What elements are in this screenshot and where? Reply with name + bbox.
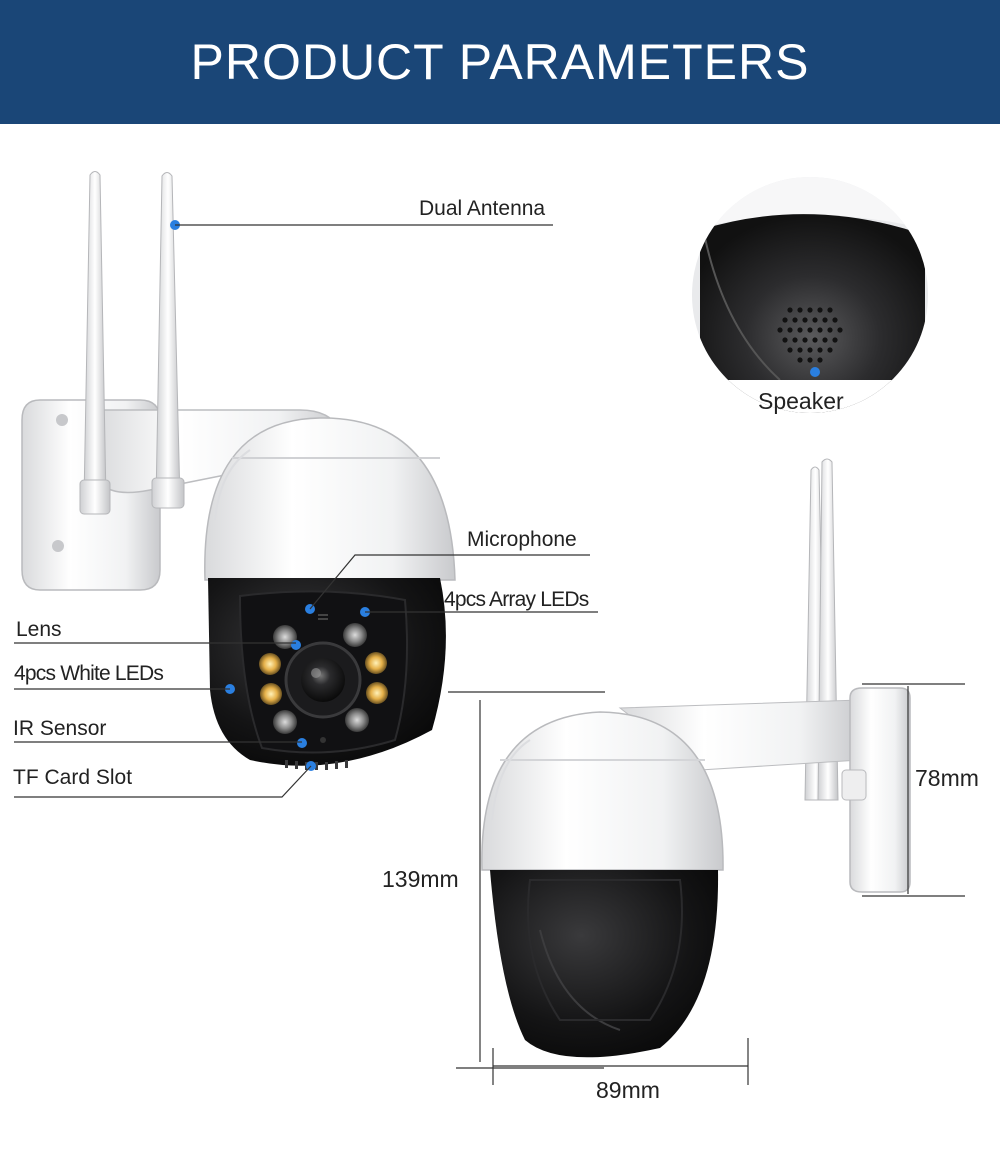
marker-dot [297,738,307,748]
label-speaker: Speaker [758,388,844,414]
array-led [273,710,297,734]
white-led [260,683,282,705]
side-camera [481,458,911,1058]
header-banner: PRODUCT PARAMETERS [0,0,1000,124]
side-mount-plate [849,687,911,893]
white-led [365,652,387,674]
speaker-grille [777,307,843,363]
mount-screw-hole [52,540,64,552]
white-led [366,682,388,704]
mount-screw-hole [56,414,68,426]
label-ir-sensor: IR Sensor [13,717,107,740]
antenna-right [151,172,185,509]
marker-dot [810,367,820,377]
array-led [345,708,369,732]
white-led [259,653,281,675]
marker-dot [291,640,301,650]
speaker-closeup [692,177,928,413]
label-white-leds: 4pcs White LEDs [14,662,164,685]
dimension-lines [448,683,965,1085]
label-lens: Lens [16,618,62,641]
label-tf-card-slot: TF Card Slot [13,766,133,789]
leader-lines [14,224,598,798]
page-title: PRODUCT PARAMETERS [190,34,810,90]
dimension-width: 89mm [596,1077,660,1103]
product-illustration [14,171,965,1085]
label-microphone: Microphone [467,528,577,551]
lens [301,658,345,702]
front-camera [14,171,598,798]
dimension-height: 139mm [382,866,459,892]
label-array-leds: 4pcs Array LEDs [444,588,589,611]
dimension-mount-height: 78mm [915,765,979,791]
antenna-left [79,171,111,515]
label-dual-antenna: Dual Antenna [419,197,546,220]
array-led [343,623,367,647]
